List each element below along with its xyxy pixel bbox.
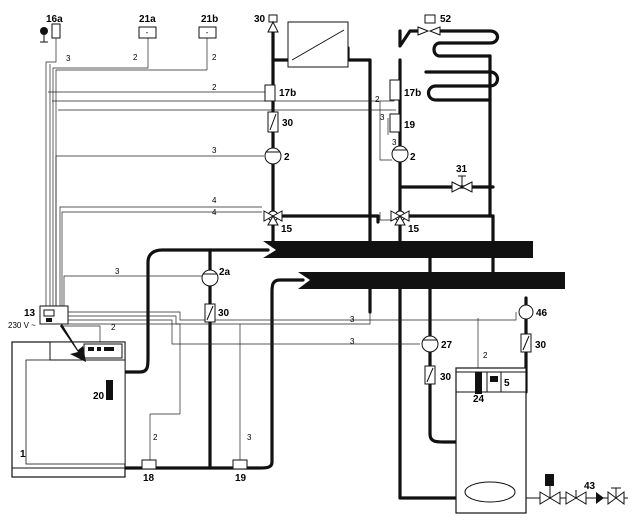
valve-52 bbox=[417, 14, 441, 36]
label-30-27: 30 bbox=[440, 372, 452, 383]
mixing-valve-15-right bbox=[390, 210, 410, 226]
air-vent-valve-top bbox=[267, 14, 279, 33]
label-2-left: 2 bbox=[284, 152, 290, 163]
svg-text:-: - bbox=[146, 28, 149, 37]
wire-count: 2 bbox=[212, 53, 217, 62]
mixing-valve-15-left bbox=[263, 210, 283, 226]
pump-2-left bbox=[264, 147, 282, 165]
label-52: 52 bbox=[440, 14, 452, 25]
label-27: 27 bbox=[441, 340, 453, 351]
wire-count: 3 bbox=[350, 337, 355, 346]
wire-count-labels: 3 2 2 2 3 4 4 3 2 3 3 2 2 3 2 3 3 bbox=[66, 53, 488, 442]
flow-meter-2a bbox=[204, 303, 216, 323]
component-labels: 16a 21a 21b 30 52 17b 17b 19 30 2 2 31 1… bbox=[8, 14, 596, 492]
valve-31 bbox=[451, 175, 473, 193]
label-43: 43 bbox=[584, 481, 596, 492]
label-19-right: 19 bbox=[404, 120, 416, 131]
sensor-19-right bbox=[389, 113, 401, 133]
wire-count: 4 bbox=[212, 208, 217, 217]
wire-count: 2 bbox=[212, 83, 217, 92]
room-unit-21a: - bbox=[138, 26, 157, 39]
label-30-top: 30 bbox=[254, 14, 266, 25]
flow-meter-46 bbox=[520, 333, 532, 353]
svg-text:-: - bbox=[206, 28, 209, 37]
wire-count: 2 bbox=[483, 351, 488, 360]
sensor-18 bbox=[141, 459, 157, 470]
label-20: 20 bbox=[93, 391, 105, 402]
cold-water-valves bbox=[526, 474, 628, 505]
pump-2-right bbox=[391, 145, 409, 163]
wire-count: 4 bbox=[212, 196, 217, 205]
label-17b-right: 17b bbox=[404, 88, 421, 99]
label-16a: 16a bbox=[46, 14, 63, 25]
label-19-bottom: 19 bbox=[235, 473, 247, 484]
flow-meter-27 bbox=[424, 365, 436, 385]
pump-46 bbox=[518, 304, 534, 320]
label-1: 1 bbox=[20, 449, 26, 460]
wire-count: 3 bbox=[212, 146, 217, 155]
wire-count: 3 bbox=[115, 267, 120, 276]
sensor-17b-left bbox=[264, 84, 276, 102]
label-5: 5 bbox=[504, 378, 510, 389]
control-wires bbox=[45, 38, 517, 460]
label-30-left: 30 bbox=[282, 118, 294, 129]
sensor-19-bottom bbox=[232, 459, 248, 470]
label-31: 31 bbox=[456, 164, 468, 175]
wire-count: 3 bbox=[247, 433, 252, 442]
label-15-right: 15 bbox=[408, 224, 420, 235]
boiler bbox=[11, 324, 126, 478]
wire-count: 3 bbox=[350, 315, 355, 324]
solar-collector bbox=[287, 21, 349, 68]
room-unit-21b: - bbox=[198, 26, 217, 39]
manifold-upper bbox=[263, 241, 533, 258]
outdoor-sensor bbox=[40, 23, 61, 43]
wire-count: 2 bbox=[111, 323, 116, 332]
wire-count: 2 bbox=[375, 95, 380, 104]
wire-count: 3 bbox=[66, 54, 71, 63]
label-13: 13 bbox=[24, 308, 36, 319]
label-230v: 230 V ~ bbox=[8, 321, 36, 330]
storage-tank bbox=[455, 367, 527, 514]
label-30-46: 30 bbox=[535, 340, 547, 351]
label-15-left: 15 bbox=[281, 224, 293, 235]
label-30-mid: 30 bbox=[218, 308, 230, 319]
pump-2a bbox=[201, 269, 219, 287]
flow-meter-left bbox=[267, 111, 279, 133]
pump-27 bbox=[421, 335, 439, 353]
control-unit-13 bbox=[39, 305, 69, 325]
label-46: 46 bbox=[536, 308, 548, 319]
label-17b-left: 17b bbox=[279, 88, 296, 99]
wire-count: 3 bbox=[380, 113, 385, 122]
wire-count: 2 bbox=[133, 53, 138, 62]
wire-count: 3 bbox=[392, 138, 397, 147]
wire-count: 2 bbox=[153, 433, 158, 442]
label-18: 18 bbox=[143, 473, 155, 484]
sensor-17b-right bbox=[389, 79, 401, 101]
label-2-right: 2 bbox=[410, 152, 416, 163]
label-21a: 21a bbox=[139, 14, 156, 25]
label-21b: 21b bbox=[201, 14, 218, 25]
label-24: 24 bbox=[473, 394, 485, 405]
label-2a: 2a bbox=[219, 267, 231, 278]
